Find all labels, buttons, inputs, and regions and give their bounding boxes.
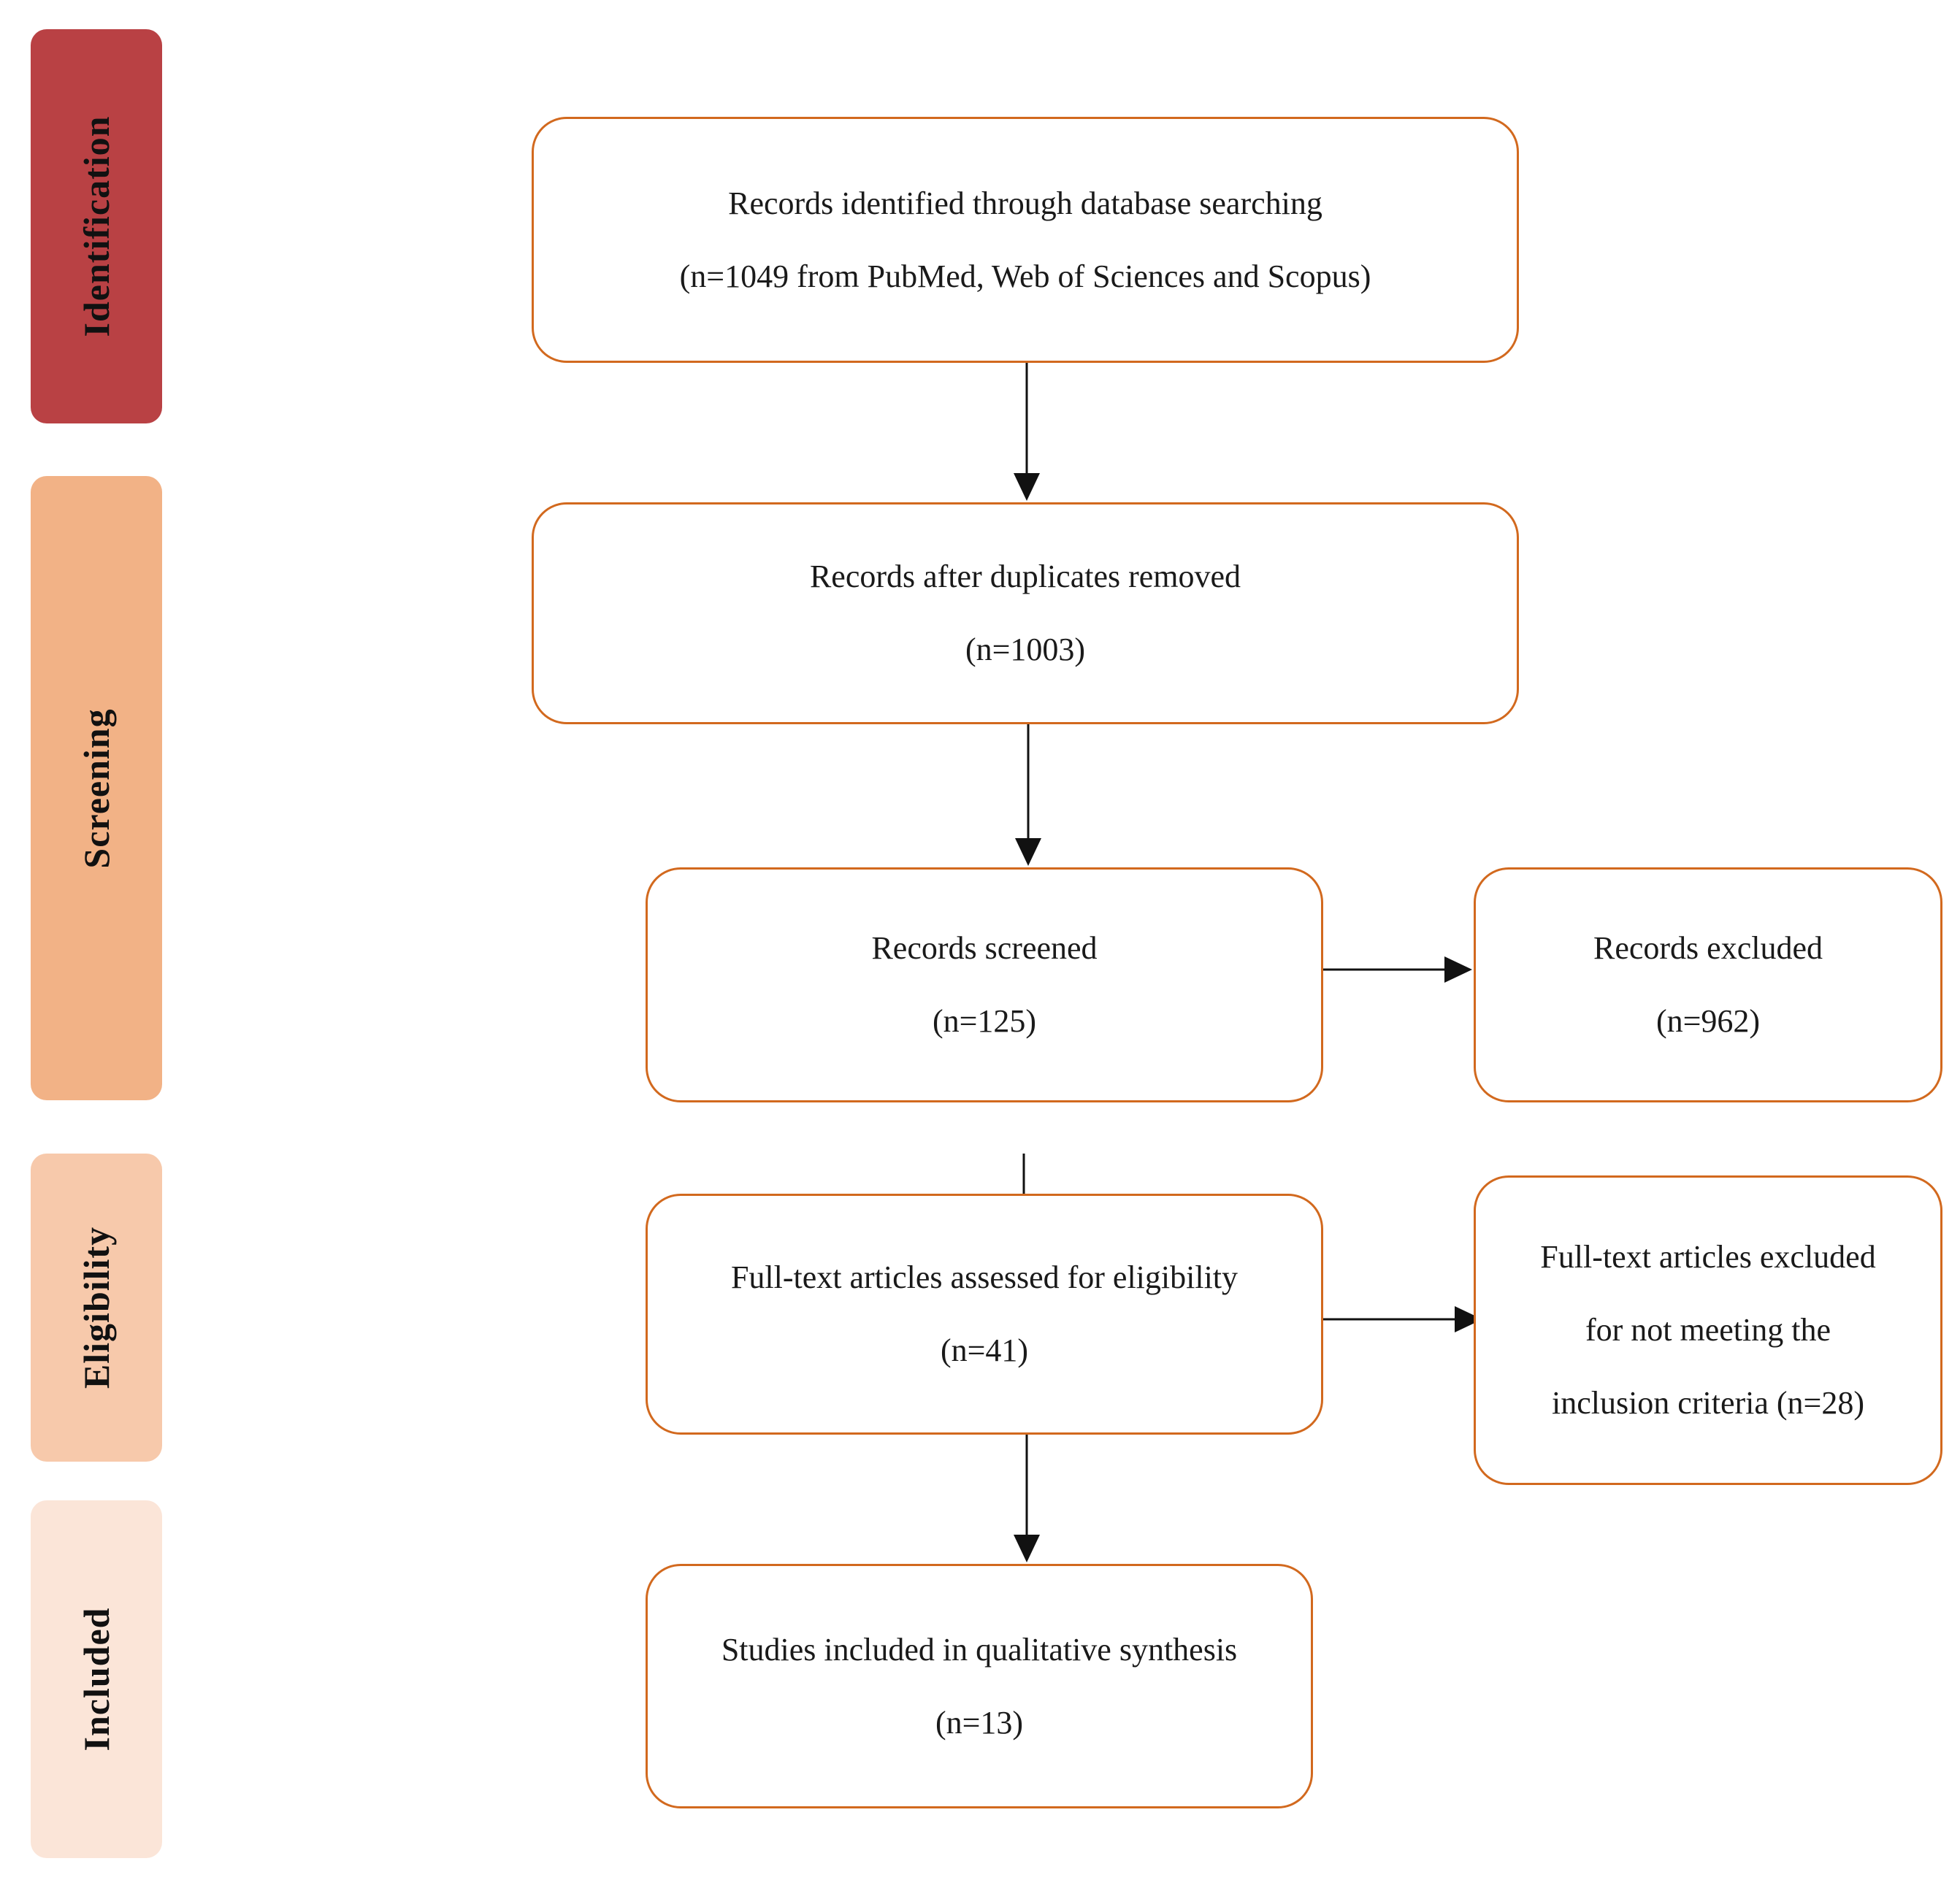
box-records-screened-line2: (n=125) xyxy=(932,1003,1037,1039)
box-studies-included-line1: Studies included in qualitative synthesi… xyxy=(721,1631,1238,1668)
arrow-fulltext-to-excluded xyxy=(1314,1306,1482,1332)
box-fulltext-excluded-line1: Full-text articles excluded xyxy=(1540,1239,1876,1275)
phase-screening: Screening xyxy=(31,476,162,1100)
phase-included: Included xyxy=(31,1500,162,1858)
box-records-identified-line1: Records identified through database sear… xyxy=(728,185,1322,221)
box-studies-included-line2: (n=13) xyxy=(935,1704,1024,1741)
box-fulltext-excluded-line3: inclusion criteria (n=28) xyxy=(1551,1385,1864,1421)
box-records-screened: Records screened (n=125) xyxy=(646,867,1323,1102)
box-duplicates-removed: Records after duplicates removed (n=1003… xyxy=(532,502,1519,724)
box-records-excluded-line1: Records excluded xyxy=(1593,930,1823,966)
box-records-identified: Records identified through database sear… xyxy=(532,117,1519,363)
phase-identification: Identification xyxy=(31,29,162,423)
box-records-excluded: Records excluded (n=962) xyxy=(1474,867,1942,1102)
box-fulltext-assessed-line2: (n=41) xyxy=(940,1332,1029,1368)
arrow-fulltext-to-included xyxy=(1014,1435,1040,1562)
box-duplicates-removed-line1: Records after duplicates removed xyxy=(809,559,1241,594)
box-fulltext-assessed: Full-text articles assessed for eligibil… xyxy=(646,1194,1323,1435)
box-records-screened-line1: Records screened xyxy=(871,930,1098,966)
box-fulltext-excluded-line2: for not meeting the xyxy=(1585,1312,1831,1348)
phase-eligibility: Eligibility xyxy=(31,1154,162,1462)
arrow-duplicates-to-screened xyxy=(1015,724,1041,866)
box-records-identified-line2: (n=1049 from PubMed, Web of Sciences and… xyxy=(679,258,1371,294)
box-studies-included: Studies included in qualitative synthesi… xyxy=(646,1564,1313,1808)
arrow-identified-to-duplicates xyxy=(1014,363,1040,501)
box-duplicates-removed-line2: (n=1003) xyxy=(965,632,1086,667)
arrow-screened-to-excluded xyxy=(1323,956,1472,983)
box-fulltext-excluded: Full-text articles excluded for not meet… xyxy=(1474,1175,1942,1485)
box-records-excluded-line2: (n=962) xyxy=(1655,1003,1761,1039)
box-fulltext-assessed-line1: Full-text articles assessed for eligibil… xyxy=(730,1259,1239,1295)
